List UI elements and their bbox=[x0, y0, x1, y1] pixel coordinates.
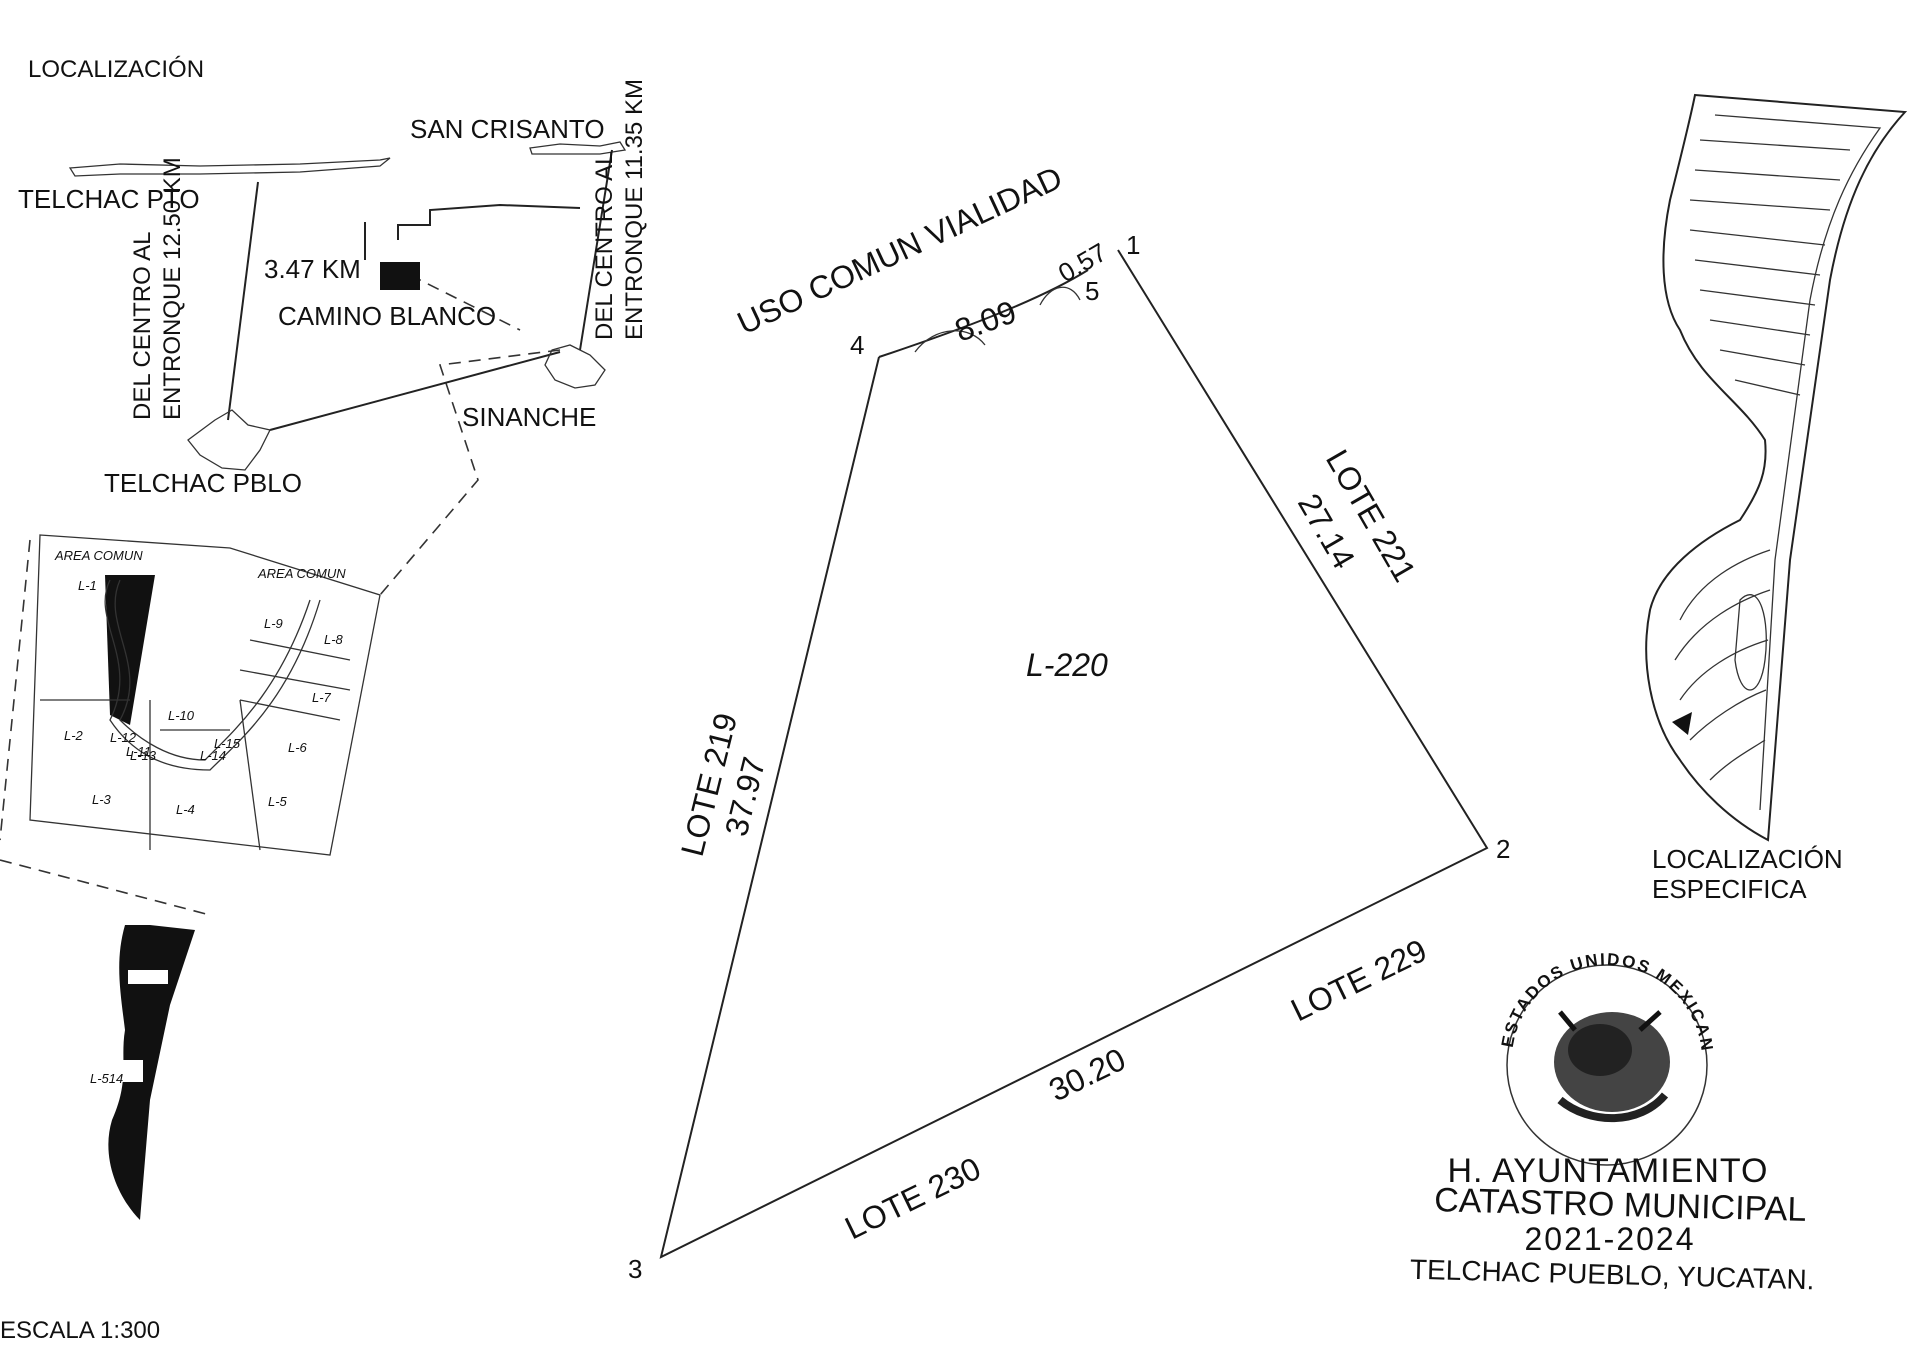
seal-ring bbox=[1506, 964, 1708, 1166]
bottom-length: 30.20 bbox=[1043, 1041, 1131, 1108]
plot-name: L-220 bbox=[1026, 647, 1108, 683]
lote-229-label: LOTE 229 bbox=[1285, 932, 1432, 1028]
inset-area-comun-1: AREA COMUN bbox=[54, 548, 143, 563]
inset-road bbox=[104, 579, 321, 771]
lower-lot-label: L-514 bbox=[90, 1071, 123, 1086]
arc-length-1: 8.09 bbox=[950, 293, 1021, 348]
inset-outline bbox=[29, 534, 381, 856]
vertex-5: 5 bbox=[1085, 276, 1099, 306]
leader-bottom bbox=[0, 859, 211, 916]
arc-bracket-2 bbox=[1039, 286, 1081, 306]
specific-lot-rows bbox=[1689, 139, 1851, 396]
distance-label: 3.47 KM bbox=[264, 254, 361, 284]
seal-text: ESTADOS UNIDOS MEXICANOS bbox=[0, 0, 1715, 1054]
telchac-pblo-town bbox=[187, 409, 271, 471]
inset-road-inner bbox=[114, 579, 311, 761]
specific-outline bbox=[1645, 93, 1908, 842]
coastline-east bbox=[529, 141, 627, 155]
inset-lot-l13: L-13 bbox=[130, 748, 157, 763]
top-label: USO COMUN VIALIDAD bbox=[732, 159, 1068, 341]
svg-text:ENTRONQUE 12.50 KM: ENTRONQUE 12.50 KM bbox=[159, 157, 186, 420]
main-plot: 1 2 3 4 5 USO COMUN VIALIDAD 8.09 0.57 L… bbox=[628, 159, 1510, 1284]
specific-inner-road bbox=[1714, 114, 1882, 811]
scale-label: ESCALA 1:300 bbox=[0, 1317, 160, 1344]
authority-block: H. AYUNTAMIENTO CATASTRO MUNICIPAL 2021-… bbox=[1410, 1152, 1815, 1295]
arc-bracket-1 bbox=[914, 330, 986, 353]
road-telchac-pto bbox=[227, 181, 259, 421]
specific-title-2: ESPECIFICA bbox=[1652, 874, 1807, 904]
inset-lot-l8: L-8 bbox=[324, 632, 344, 647]
location-map: LOCALIZACIÓN SAN CRISANTO TELCHAC PTO TE… bbox=[0, 56, 648, 916]
inset-lot-l12: L-12 bbox=[110, 730, 137, 745]
specific-location: LOCALIZACIÓN ESPECIFICA bbox=[1645, 93, 1908, 904]
town-camino-blanco: CAMINO BLANCO bbox=[278, 301, 496, 331]
route-dash bbox=[409, 274, 521, 331]
vertex-1: 1 bbox=[1126, 230, 1140, 260]
inset-lot-l15: L-15 bbox=[214, 736, 241, 751]
vertex-3: 3 bbox=[628, 1254, 642, 1284]
authority-line-1: H. AYUNTAMIENTO bbox=[1447, 1152, 1768, 1190]
lower-strip-label-bg bbox=[98, 1060, 143, 1082]
leader-right bbox=[379, 349, 561, 596]
lower-strip-shape bbox=[108, 925, 195, 1220]
inset-lot-l6: L-6 bbox=[288, 740, 308, 755]
inset-lot-l14: L-14 bbox=[200, 748, 226, 763]
inset-lot-l4: L-4 bbox=[176, 802, 195, 817]
coastline-west bbox=[68, 157, 391, 177]
svg-text:ENTRONQUE 11.35 KM: ENTRONQUE 11.35 KM bbox=[621, 79, 648, 340]
town-telchac-pblo: TELCHAC PBLO bbox=[104, 468, 302, 498]
arc-length-2: 0.57 bbox=[1053, 237, 1112, 288]
lower-strip: L-514 bbox=[90, 925, 195, 1220]
inset-lot-l10: L-10 bbox=[168, 708, 195, 723]
seal: ESTADOS UNIDOS MEXICANOS bbox=[0, 0, 1715, 1166]
inset-lot-l3: L-3 bbox=[92, 792, 112, 807]
inset-lot-l5: L-5 bbox=[268, 794, 288, 809]
specific-island bbox=[1734, 594, 1767, 691]
specific-title-1: LOCALIZACIÓN bbox=[1652, 844, 1843, 874]
lote-230-label: LOTE 230 bbox=[839, 1150, 986, 1246]
sinanche-town bbox=[544, 344, 606, 389]
svg-text:DEL CENTRO AL: DEL CENTRO AL bbox=[129, 232, 156, 421]
town-san-crisanto: SAN CRISANTO bbox=[410, 114, 605, 144]
town-sinanche: SINANCHE bbox=[462, 402, 596, 432]
eagle-emblem bbox=[1554, 1010, 1670, 1123]
inset-lot-lines bbox=[40, 639, 351, 851]
svg-text:DEL CENTRO AL: DEL CENTRO AL bbox=[591, 152, 618, 341]
inset-black-strip bbox=[105, 575, 155, 725]
inset-lot-l1: L-1 bbox=[78, 578, 97, 593]
location-title: LOCALIZACIÓN bbox=[28, 56, 204, 83]
authority-line-4: TELCHAC PUEBLO, YUCATAN. bbox=[1410, 1254, 1815, 1296]
specific-location-marker bbox=[1672, 712, 1692, 735]
lower-strip-marker bbox=[128, 970, 168, 984]
inset-lot-l7: L-7 bbox=[312, 690, 332, 705]
plot-front-arc bbox=[878, 269, 1089, 358]
camino-blanco-block bbox=[380, 262, 420, 290]
road-sinanche bbox=[269, 351, 561, 431]
inset-lot-l9: L-9 bbox=[264, 616, 283, 631]
town-telchac-pto: TELCHAC PTO bbox=[18, 184, 200, 214]
road-left-label: DEL CENTRO AL ENTRONQUE 12.50 KM bbox=[129, 157, 186, 420]
vertex-2: 2 bbox=[1496, 834, 1510, 864]
inset-lot-l2: L-2 bbox=[64, 728, 84, 743]
road-camino-blanco bbox=[397, 203, 581, 240]
specific-curved-rows bbox=[1674, 549, 1771, 781]
authority-line-3: 2021-2024 bbox=[1524, 1221, 1695, 1257]
subdivision-inset: AREA COMUN AREA COMUN L-1 L-2 L-3 L-4 L-… bbox=[29, 534, 381, 856]
vertex-4: 4 bbox=[850, 330, 864, 360]
plot-boundary bbox=[659, 249, 1489, 1259]
inset-area-comun-2: AREA COMUN bbox=[257, 566, 346, 581]
leader-left bbox=[0, 539, 31, 841]
inset-lot-l11: L-11 bbox=[126, 744, 151, 759]
road-right-label: DEL CENTRO AL ENTRONQUE 11.35 KM bbox=[591, 79, 648, 340]
road-san-crisanto bbox=[579, 149, 613, 351]
